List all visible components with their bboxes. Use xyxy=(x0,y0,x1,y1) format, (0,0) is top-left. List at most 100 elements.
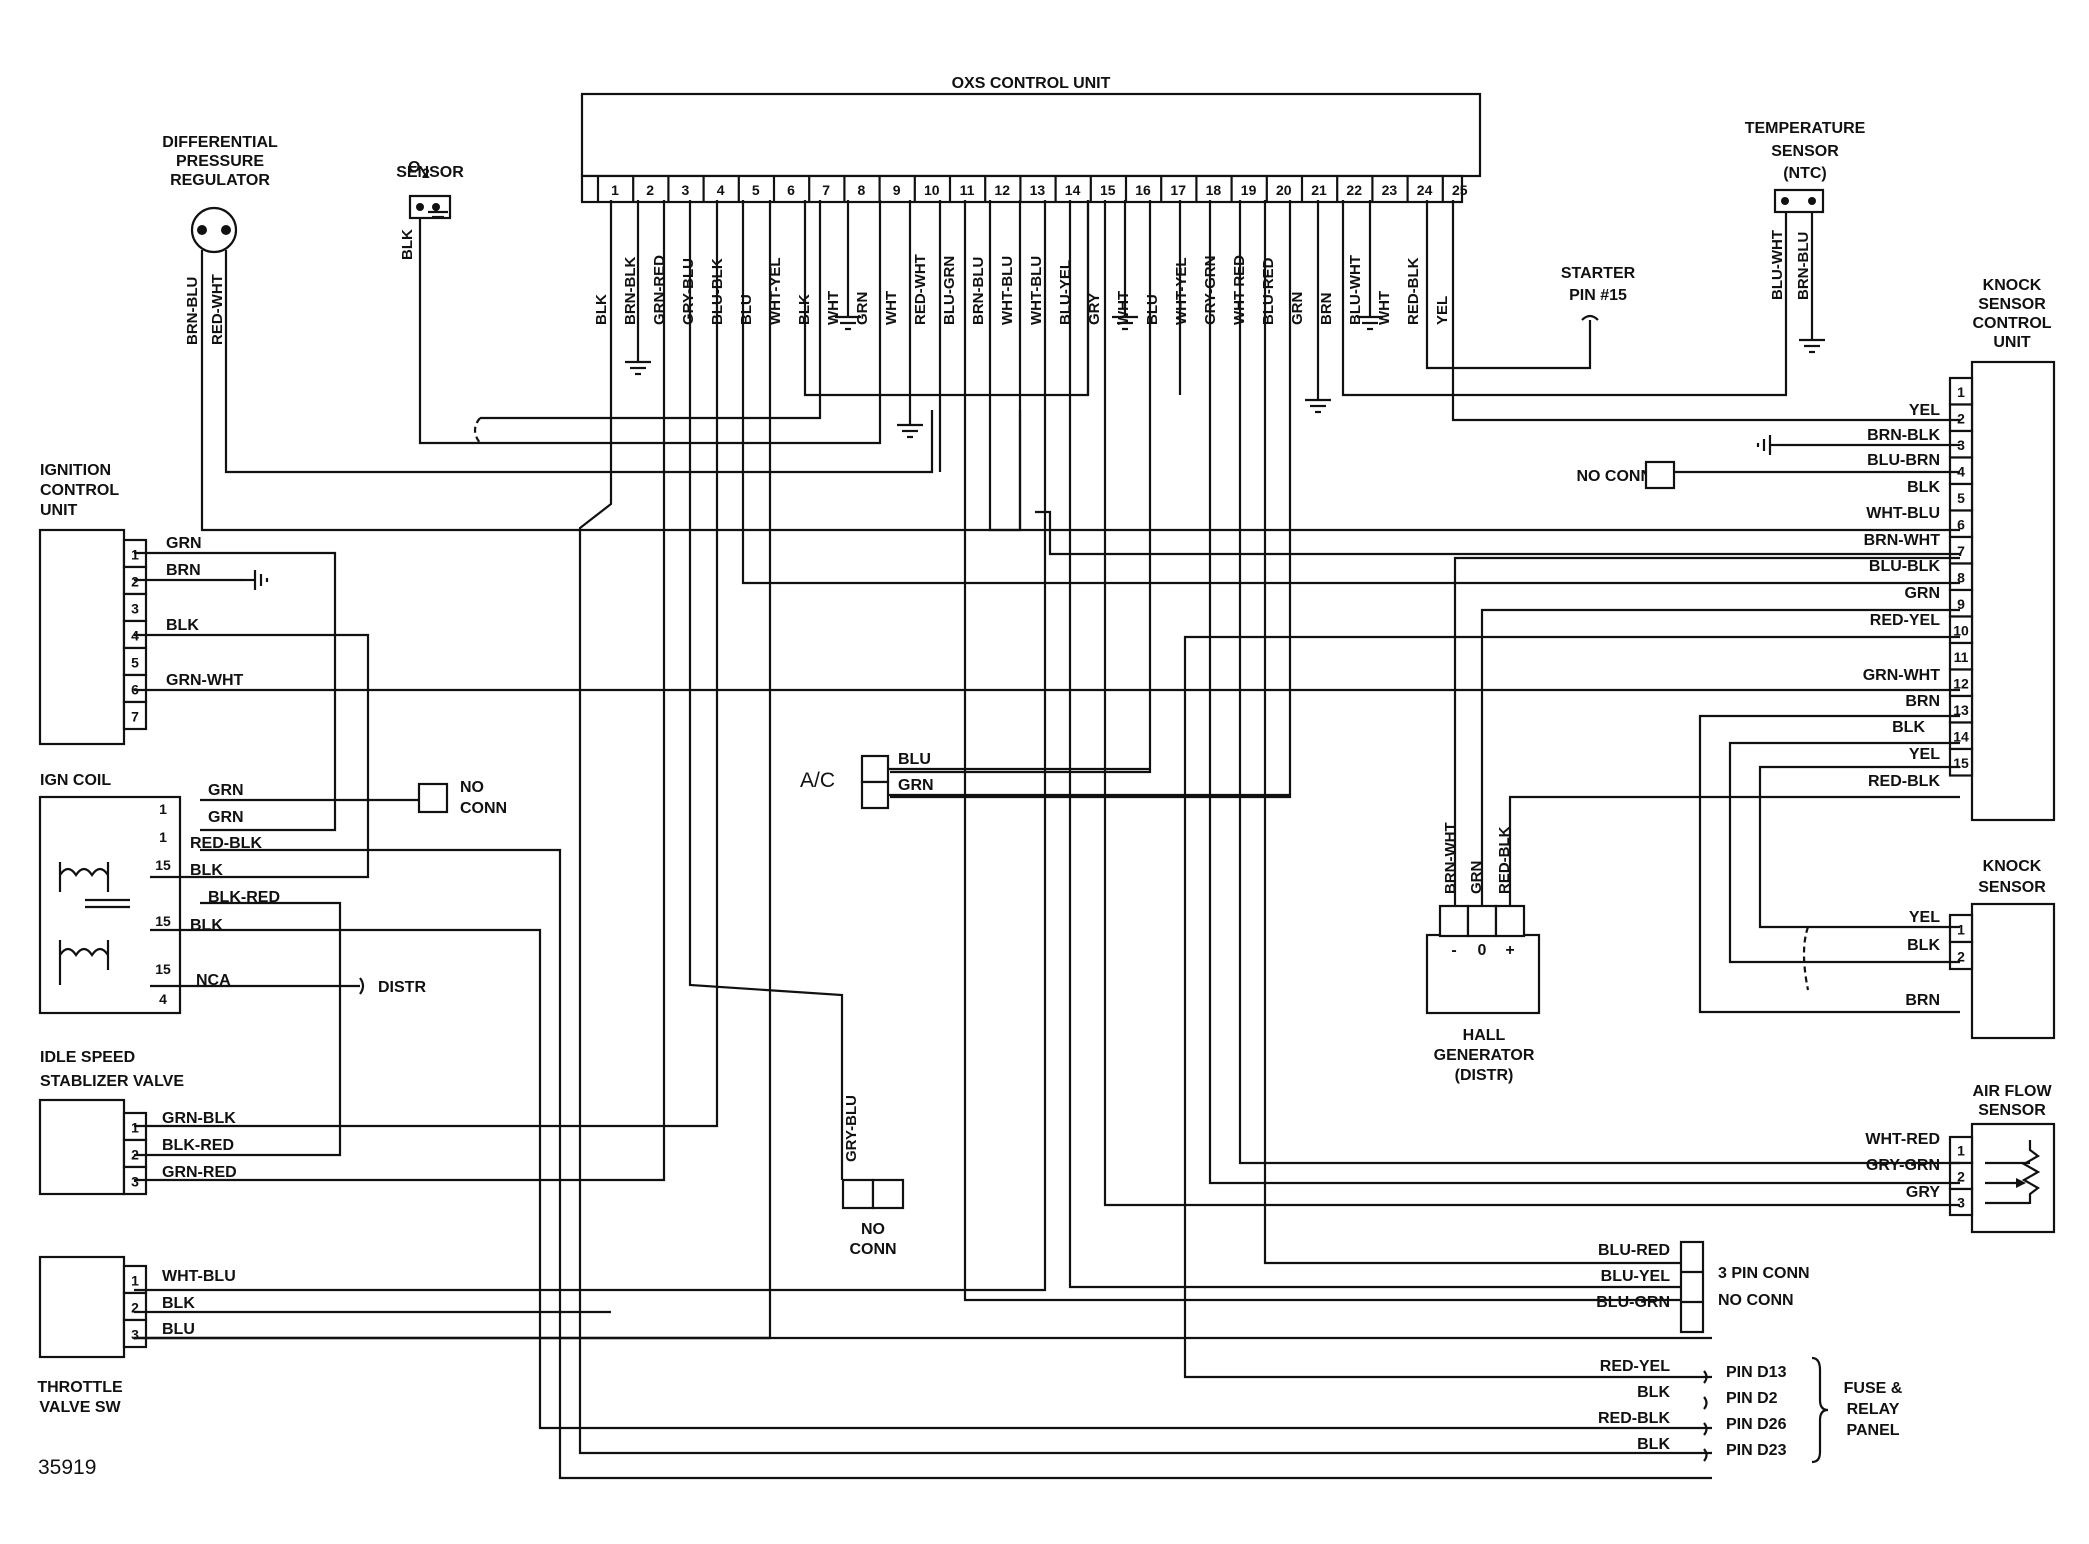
ground-icon xyxy=(1305,393,1331,414)
wire-label-right-14: YEL xyxy=(1909,909,1940,926)
oxs-wire-25: GRN xyxy=(1289,292,1306,325)
wire-label-right-4: WHT-BLU xyxy=(1866,505,1940,522)
coil-title: IGN COIL xyxy=(40,772,111,789)
tvs-pin-3: 3 xyxy=(131,1326,139,1342)
oxs-wire-30: YEL xyxy=(1434,296,1451,325)
kcu-pin-6: 6 xyxy=(1957,517,1965,533)
oxs-pin-11: 11 xyxy=(960,182,975,198)
wire-label-4: GRN xyxy=(208,782,244,799)
ks-title-1: KNOCK xyxy=(1983,858,2042,875)
wire-label-10: NCA xyxy=(196,972,231,989)
coil-no-conn: NO CONN xyxy=(417,779,507,817)
oxs-wire-20: BLU xyxy=(1144,294,1161,325)
wire-label-6: RED-BLK xyxy=(190,835,262,852)
wire-label-right-3: BLK xyxy=(1907,479,1940,496)
oxs-wire-1: BLK xyxy=(593,294,610,325)
oxs-pin-8: 8 xyxy=(858,182,866,198)
oxs-wire-10: GRN xyxy=(854,292,871,325)
icu-title-3: UNIT xyxy=(40,502,78,519)
afs-title-2: SENSOR xyxy=(1978,1102,2046,1119)
oxs-pin-5: 5 xyxy=(752,182,760,198)
kcu-title-4: UNIT xyxy=(1993,334,2031,351)
kcu-pin-2: 2 xyxy=(1957,411,1965,427)
oxs-wire-4: GRY-BLU xyxy=(680,258,697,325)
icu-pin-5: 5 xyxy=(131,654,139,670)
air-flow-sensor: AIR FLOW SENSOR xyxy=(1970,1083,2056,1234)
kcu-pin-10: 10 xyxy=(1953,623,1969,639)
o2-title-2: SENSOR xyxy=(396,164,464,181)
oxs-wire-6: BLU xyxy=(738,294,755,325)
coil-pin-6: 4 xyxy=(159,991,167,1007)
coil-nc-2: CONN xyxy=(460,800,507,817)
oxs-pin-15: 15 xyxy=(1100,182,1116,198)
wire-label-right-6: BLU-BLK xyxy=(1869,558,1941,575)
kcu-title-2: SENSOR xyxy=(1978,296,2046,313)
wire-label-right-13: RED-BLK xyxy=(1868,773,1940,790)
wire-label-right-24: BLK xyxy=(1637,1384,1670,1401)
wire-label-right-17: WHT-RED xyxy=(1865,1131,1940,1148)
wire-label-0: GRN xyxy=(166,535,202,552)
gry-blu-nc-1: NO xyxy=(861,1221,885,1238)
oxs-wire-14: BRN-BLU xyxy=(970,257,987,325)
oxs-pin-10: 10 xyxy=(924,182,940,198)
icu-pin-1: 1 xyxy=(131,546,139,562)
wire-label-right-25: RED-BLK xyxy=(1598,1410,1670,1427)
icu-title-2: CONTROL xyxy=(40,482,119,499)
wire-label-9: BLK xyxy=(190,917,223,934)
pin3-title-2: NO CONN xyxy=(1718,1292,1794,1309)
coil-pin-2: 1 xyxy=(159,829,167,845)
oxs-pin-16: 16 xyxy=(1135,182,1151,198)
kcu-pin-11: 11 xyxy=(1954,649,1969,665)
oxs-pin-17: 17 xyxy=(1170,182,1186,198)
kcu-pin-8: 8 xyxy=(1957,570,1965,586)
starter-terminal xyxy=(1581,314,1599,321)
wires xyxy=(134,200,1960,1480)
oxs-wire-3: GRN-RED xyxy=(651,255,668,325)
afs-pin-1: 1 xyxy=(1957,1143,1965,1159)
o2-wire: BLK xyxy=(399,229,416,260)
wire-label-15: BLK xyxy=(162,1295,195,1312)
dpr-title-3: REGULATOR xyxy=(170,172,270,189)
oxs-pin-19: 19 xyxy=(1241,182,1257,198)
dpr-wire-1: BRN-BLU xyxy=(184,277,201,345)
wire-label-17: BLU xyxy=(898,751,931,768)
ac-connector: A/C xyxy=(800,754,890,810)
ground-icon xyxy=(1112,310,1138,331)
oxs-wire-9: WHT xyxy=(825,291,842,325)
gry-blu-no-conn: GRY-BLU NO CONN xyxy=(841,1095,905,1258)
wire-label-right-11: BLK xyxy=(1892,719,1925,736)
differential-pressure-regulator: DIFFERENTIAL PRESSURE REGULATOR BRN-BLU … xyxy=(162,134,278,345)
starter-title-1: STARTER xyxy=(1561,265,1636,282)
kcu-pin-13: 13 xyxy=(1953,702,1969,718)
ignition-control-unit: IGNITION CONTROL UNIT xyxy=(38,462,126,746)
oxs-wire-15: WHT-BLU xyxy=(999,256,1016,325)
wire-label-1: BRN xyxy=(166,562,201,579)
oxs-pin-22: 22 xyxy=(1346,182,1362,198)
kcu-pin-15: 15 xyxy=(1953,755,1969,771)
o2-title-1: O xyxy=(408,159,420,176)
temperature-sensor: TEMPERATURE SENSOR (NTC) BLU-WHT BRN-BLU xyxy=(1745,120,1866,300)
coil-nc-1: NO xyxy=(460,779,484,796)
ground-icon xyxy=(835,310,861,331)
oxs-title: OXS CONTROL UNIT xyxy=(952,75,1111,92)
kcu-nc-label: NO CONN xyxy=(1576,468,1652,485)
oxs-wire-28: WHT xyxy=(1376,291,1393,325)
oxs-pin-21: 21 xyxy=(1311,182,1327,198)
temp-wire-1: BLU-WHT xyxy=(1769,230,1786,300)
wire-label-16: BLU xyxy=(162,1321,195,1338)
oxs-wire-24: BLU-RED xyxy=(1260,257,1277,325)
coil-pin-3: 15 xyxy=(155,857,171,873)
wire-label-14: WHT-BLU xyxy=(162,1268,236,1285)
wire-label-3: GRN-WHT xyxy=(166,672,244,689)
wire-label-right-10: BRN xyxy=(1905,693,1940,710)
ks-pin-2: 2 xyxy=(1957,948,1965,964)
oxs-wire-27: BLU-WHT xyxy=(1347,255,1364,325)
ac-label: A/C xyxy=(800,769,835,792)
distr-arrow: DISTR xyxy=(359,977,426,996)
coil-windings xyxy=(58,862,130,985)
ks-pin-1: 1 xyxy=(1957,921,1965,937)
hall-pin-plus: + xyxy=(1505,942,1514,959)
oxs-wire-21: WHT-YEL xyxy=(1173,258,1190,326)
